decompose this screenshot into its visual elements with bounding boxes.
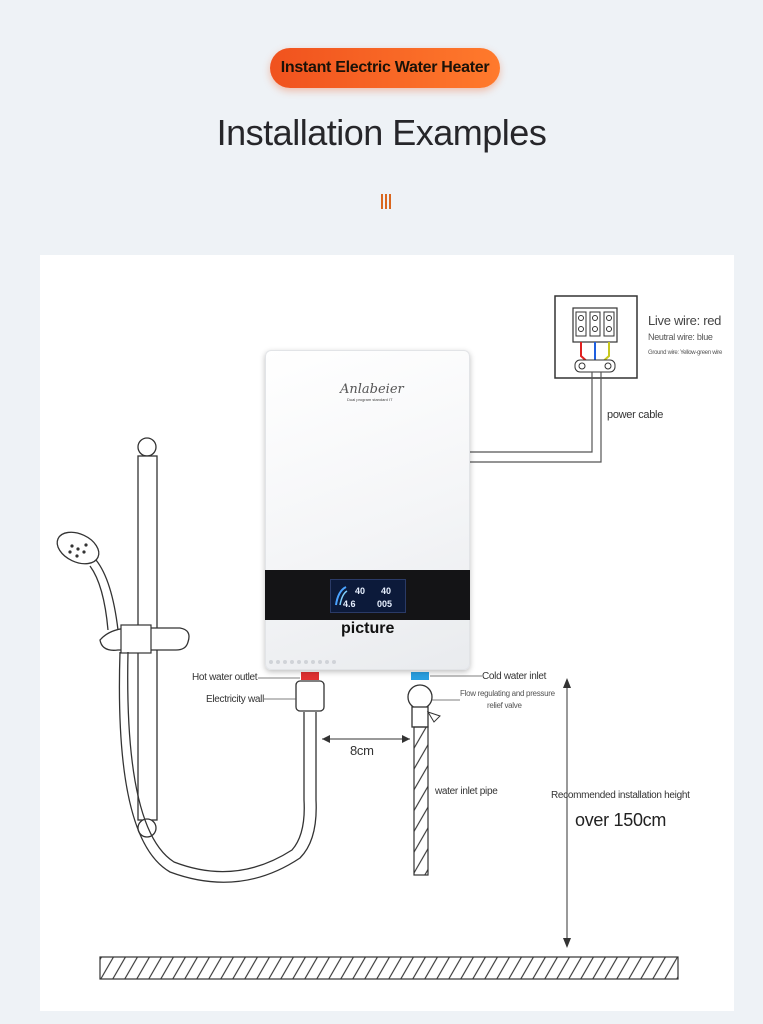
- page-title: Installation Examples: [216, 112, 547, 153]
- cold-water-inlet-valve: [407, 672, 441, 876]
- spacing-dimension: [322, 735, 410, 743]
- hot-water-outlet-label: Hot water outlet: [192, 672, 258, 683]
- height-value-label: over 150cm: [575, 810, 667, 830]
- inlet-pipe-label: water inlet pipe: [435, 786, 498, 797]
- cold-water-inlet-label: Cold water inlet: [482, 671, 547, 682]
- lcd-display: 40 40 4.6 005: [330, 579, 406, 613]
- live-wire-label: Live wire: red: [648, 313, 722, 328]
- shower-hose: [118, 651, 317, 883]
- electricity-wall-label: Electricity wall: [206, 694, 264, 705]
- lcd-value-right-top: 40: [381, 586, 392, 596]
- lcd-value-right-bottom: 005: [377, 599, 393, 609]
- valve-label-line1: Flow regulating and pressure: [460, 689, 555, 698]
- ground-wire-label: Ground wire: Yellow-green wire: [648, 350, 723, 356]
- brand-logo: Anlabeier: [340, 382, 404, 397]
- title-divider: [381, 194, 391, 210]
- height-dimension: [563, 678, 571, 948]
- water-heater-unit: Anlabeier Dual program standard IT 40 40…: [265, 350, 470, 670]
- indicator-dots: [269, 660, 336, 664]
- lcd-value-left-top: 40: [355, 586, 366, 596]
- floor-hatch: [99, 956, 679, 980]
- power-cable-line: [470, 372, 602, 463]
- valve-label-line2: relief valve: [487, 701, 522, 710]
- shower-spray-icon: [335, 586, 348, 606]
- brand-subtitle: Dual program standard IT: [347, 397, 393, 402]
- power-socket-box: [554, 295, 638, 379]
- neutral-wire-label: Neutral wire: blue: [648, 332, 713, 342]
- shower-rail: [99, 437, 190, 838]
- hot-water-outlet-fitting: [295, 672, 325, 712]
- recommended-height-label: Recommended installation height: [551, 790, 690, 801]
- spacing-label: 8cm: [350, 743, 374, 758]
- lcd-value-left-bottom: 4.6: [343, 599, 356, 609]
- shower-head: [56, 531, 119, 631]
- power-cable-label: power cable: [607, 409, 664, 421]
- product-badge: Instant Electric Water Heater: [270, 48, 500, 88]
- picture-overlay-label: picture: [341, 620, 395, 637]
